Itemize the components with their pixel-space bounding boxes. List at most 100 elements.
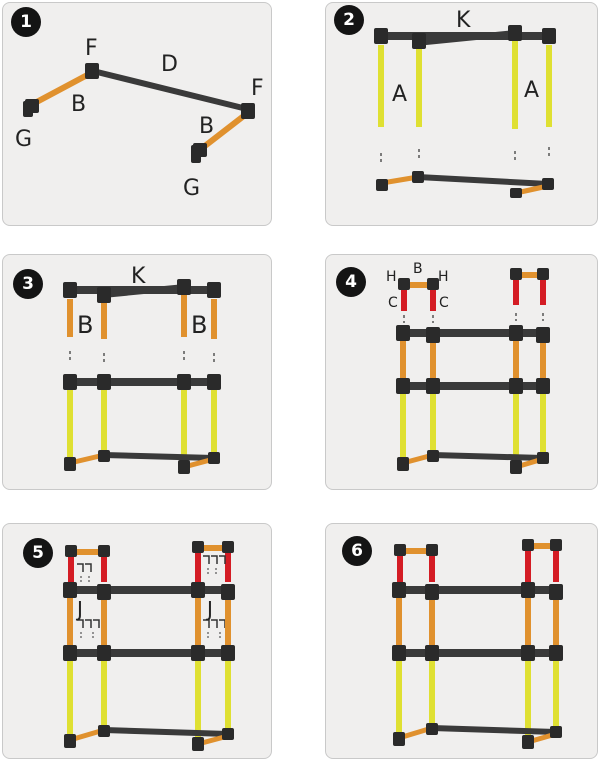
joint [427, 450, 439, 462]
joint-f-right [241, 103, 255, 119]
joint [508, 25, 522, 41]
joint [397, 457, 409, 471]
joint [396, 325, 410, 341]
joint [374, 28, 388, 44]
joint [191, 645, 205, 661]
joint [192, 737, 204, 751]
base-rail [103, 452, 215, 461]
joint [425, 645, 439, 661]
joint [426, 378, 440, 394]
base-rail [432, 452, 544, 461]
joint-f-left [85, 63, 99, 79]
joint [376, 179, 388, 191]
top-rail-back [102, 284, 186, 298]
joint [542, 28, 556, 44]
joint [536, 327, 550, 343]
joint-h [522, 539, 534, 551]
joint [537, 452, 549, 464]
step-6-panel: 6 [325, 523, 598, 759]
joint [63, 374, 77, 390]
step-1-badge: 1 [11, 7, 41, 37]
label-g-left: G [15, 127, 32, 152]
joint-h [550, 539, 562, 551]
step-2-panel: K A A 2 [325, 2, 598, 226]
joint-h [65, 545, 77, 557]
step-6-diagram [392, 539, 563, 749]
joint-g-right-leg [191, 145, 201, 163]
label-f-left: F [85, 36, 98, 61]
joint [97, 374, 111, 390]
joint-h [510, 268, 522, 280]
joint [392, 582, 406, 598]
joint-h [222, 541, 234, 553]
step-5-panel: J J 5 [2, 523, 272, 759]
step-5-diagram: J J [63, 541, 235, 751]
joint [426, 723, 438, 735]
joint [509, 378, 523, 394]
step-3-panel: K B B 3 [2, 254, 272, 490]
joint [97, 287, 111, 303]
insert-arrows [69, 351, 215, 363]
label-k: K [456, 8, 471, 33]
base-rail [431, 725, 557, 735]
label-c-left: C [388, 295, 398, 311]
joint [412, 171, 424, 183]
joint [521, 645, 535, 661]
base-rail [417, 174, 549, 187]
joint [207, 282, 221, 298]
label-b: B [413, 261, 423, 277]
label-h-left: H [386, 269, 397, 285]
joint-h [98, 545, 110, 557]
joint [426, 327, 440, 343]
joint [222, 728, 234, 740]
step-1-diagram: F D F B B G G [15, 36, 264, 201]
joint [64, 457, 76, 471]
joint [63, 582, 77, 598]
joint [509, 325, 523, 341]
insert-arrows [403, 313, 544, 323]
joint [64, 734, 76, 748]
joint-g-left-leg [23, 101, 33, 117]
joint [98, 450, 110, 462]
step-3-badge: 3 [13, 269, 43, 299]
step-3-diagram: K B B [63, 264, 221, 474]
rail-d [90, 68, 250, 112]
step-1-panel: F D F B B G G 1 [2, 2, 272, 226]
step-5-badge: 5 [23, 538, 53, 568]
joint-h [537, 268, 549, 280]
label-g-right: G [183, 176, 200, 201]
label-b-left: B [71, 92, 86, 117]
clips-j [77, 555, 226, 628]
step-6-badge: 6 [342, 536, 372, 566]
joint [191, 582, 205, 598]
joint [549, 584, 563, 600]
joint [177, 374, 191, 390]
label-b-right: B [199, 114, 214, 139]
joint-h [427, 278, 439, 290]
label-j-left: J [75, 597, 83, 621]
joint [178, 460, 190, 474]
label-h-right: H [438, 269, 449, 285]
joint [521, 582, 535, 598]
joint-h [426, 544, 438, 556]
joint [425, 584, 439, 600]
label-d: D [161, 52, 178, 77]
step-2-diagram: K A A [374, 8, 556, 198]
label-f-right: F [251, 76, 264, 101]
joint [221, 645, 235, 661]
step-4-diagram: H B H C C [386, 261, 550, 474]
joint [510, 460, 522, 474]
pipe-b-right [199, 112, 247, 152]
joint [412, 33, 426, 49]
joint [542, 178, 554, 190]
label-a-left: A [392, 82, 407, 107]
joint [536, 378, 550, 394]
label-c-right: C [439, 295, 449, 311]
joint [63, 645, 77, 661]
joint-h [394, 544, 406, 556]
step-4-badge: 4 [336, 267, 366, 297]
base-rail [103, 727, 229, 737]
joint [63, 282, 77, 298]
label-k: K [131, 264, 146, 289]
joint [97, 645, 111, 661]
